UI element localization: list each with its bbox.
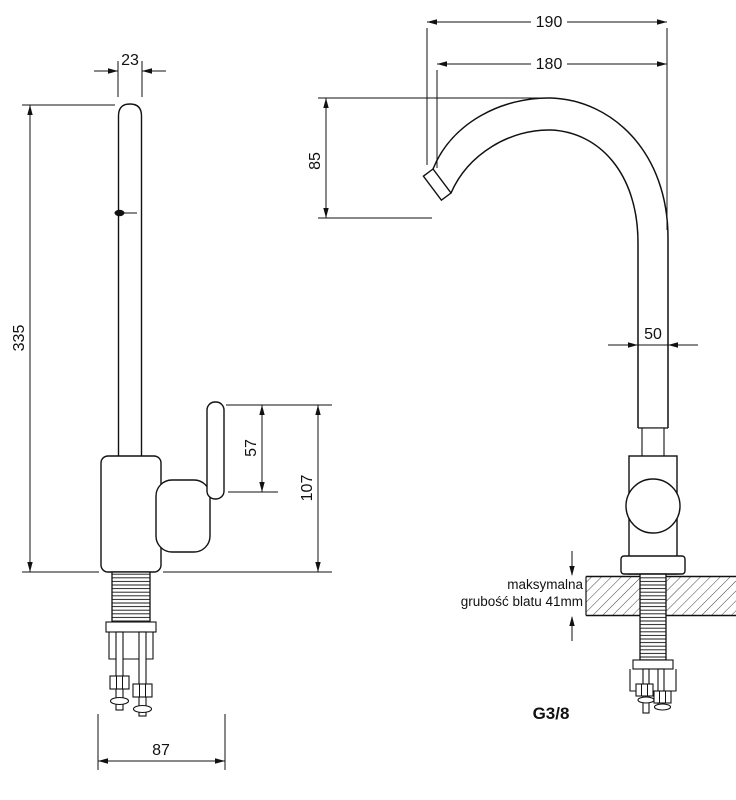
washer-front-right	[653, 703, 672, 711]
dim-handle-height-label: 57	[243, 439, 260, 457]
washer-right	[132, 704, 153, 714]
dim-reach-outer: 190	[426, 14, 668, 230]
hex-nut-left	[109, 675, 130, 690]
dim-top-width: 23	[94, 52, 166, 97]
left-view	[100, 103, 225, 717]
dim-base-width: 87	[97, 714, 226, 770]
washer-left	[109, 696, 130, 706]
riser-pipe	[117, 103, 143, 460]
mounting-bracket	[108, 632, 154, 660]
counter-note-line2: grubość blatu 41mm	[461, 594, 583, 609]
mounting-hardware-front	[629, 659, 677, 714]
spout-inner-contour	[450, 129, 639, 428]
dim-body-height-label: 107	[299, 475, 316, 502]
hex-nut-right	[132, 683, 153, 698]
handle-knob	[625, 478, 681, 534]
base-plate	[620, 555, 686, 575]
dim-riser-width: 50	[608, 326, 698, 348]
hex-nut-front-right	[653, 690, 672, 704]
dim-reach-outer-label: 190	[536, 14, 563, 31]
dim-top-width-label: 23	[121, 52, 139, 69]
dim-reach-inner: 180	[436, 56, 667, 168]
hex-nut-front-left	[635, 683, 654, 697]
right-view	[422, 97, 736, 714]
dim-total-height: 335	[11, 104, 115, 573]
riser-neck	[641, 427, 665, 459]
threaded-shank	[111, 571, 151, 623]
mounting-flange	[105, 621, 157, 633]
counter-thickness-callout: maksymalna grubość blatu 41mm	[461, 551, 583, 641]
handle-lever	[206, 401, 225, 500]
dim-handle-height: 57	[226, 404, 332, 493]
dim-base-width-label: 87	[152, 742, 170, 759]
dim-spout-drop-label: 85	[307, 152, 324, 170]
mounting-stud-left	[115, 631, 124, 711]
dim-body-height: 107	[163, 405, 332, 573]
washer-front-left	[637, 696, 655, 704]
faucet-body	[100, 455, 162, 573]
dim-total-height-label: 335	[11, 325, 28, 352]
mounting-flange-front	[632, 659, 674, 670]
cartridge-housing	[155, 479, 211, 553]
threaded-shank-front	[639, 573, 667, 661]
thread-size-label: G3/8	[533, 704, 570, 723]
mounting-hardware	[105, 621, 157, 717]
mounting-stud-right	[138, 631, 147, 717]
dim-spout-drop: 85	[307, 97, 556, 219]
spout-aerator-tip	[422, 168, 452, 202]
dim-reach-inner-label: 180	[536, 56, 563, 73]
counter-note-line1: maksymalna	[507, 577, 583, 592]
spout-outer-contour	[432, 97, 669, 428]
aerator-icon	[114, 209, 125, 217]
dim-riser-width-label: 50	[644, 326, 662, 343]
